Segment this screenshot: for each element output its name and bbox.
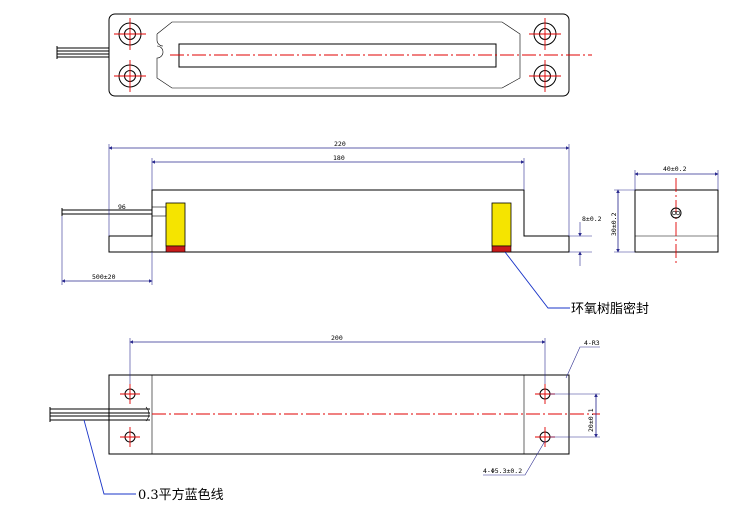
bottom-view-outline [108, 374, 570, 455]
epoxy-block-left [165, 202, 186, 253]
epoxy-callout: 环氧树脂密封 [571, 301, 649, 317]
top-view-hole-bl [114, 60, 146, 92]
dim-end-height: 30±0.2 [610, 212, 618, 236]
radius-leader [565, 346, 600, 379]
end-view-wire-section [670, 207, 682, 219]
side-view-wire: 96 [61, 203, 167, 217]
wire-label: 96 [118, 203, 126, 211]
epoxy-leader [504, 251, 570, 309]
top-view-hole-tr [529, 18, 561, 50]
hole-leader [483, 440, 546, 476]
dim-holes: 4-Φ5.3±0.2 [483, 467, 522, 475]
dim-corner-radius: 4-R3 [584, 339, 600, 347]
dim-inner-length: 180 [333, 154, 345, 162]
top-view-slot [178, 43, 497, 68]
end-view: 40±0.2 30±0.2 [610, 165, 719, 265]
bottom-view-hole-tl [120, 384, 140, 404]
side-view: 96 220 180 500±20 8±0.2 环氧树脂密封 [61, 140, 649, 317]
bottom-view-wire [49, 406, 150, 422]
bottom-view: 200 20±0.1 4-R3 4-Φ5.3±0.2 0.3平方蓝色线 [49, 334, 600, 503]
dim-flange-thickness: 8±0.2 [582, 215, 602, 223]
top-view [56, 13, 592, 97]
bottom-view-hole-bl [120, 427, 140, 447]
top-view-hole-tl [114, 18, 146, 50]
dim-hole-pitch: 20±0.1 [587, 408, 595, 432]
wire-callout: 0.3平方蓝色线 [138, 487, 224, 503]
top-view-wire [56, 46, 109, 59]
dim-hole-spacing: 200 [331, 334, 343, 342]
top-view-recess [156, 21, 521, 89]
epoxy-block-right [491, 202, 512, 253]
end-view-outline [634, 189, 719, 253]
dim-end-width: 40±0.2 [663, 165, 687, 173]
wire-leader [83, 419, 136, 495]
dim-overall-length: 220 [334, 140, 346, 148]
top-view-hole-br [529, 60, 561, 92]
dim-wire-length: 500±20 [92, 273, 116, 281]
